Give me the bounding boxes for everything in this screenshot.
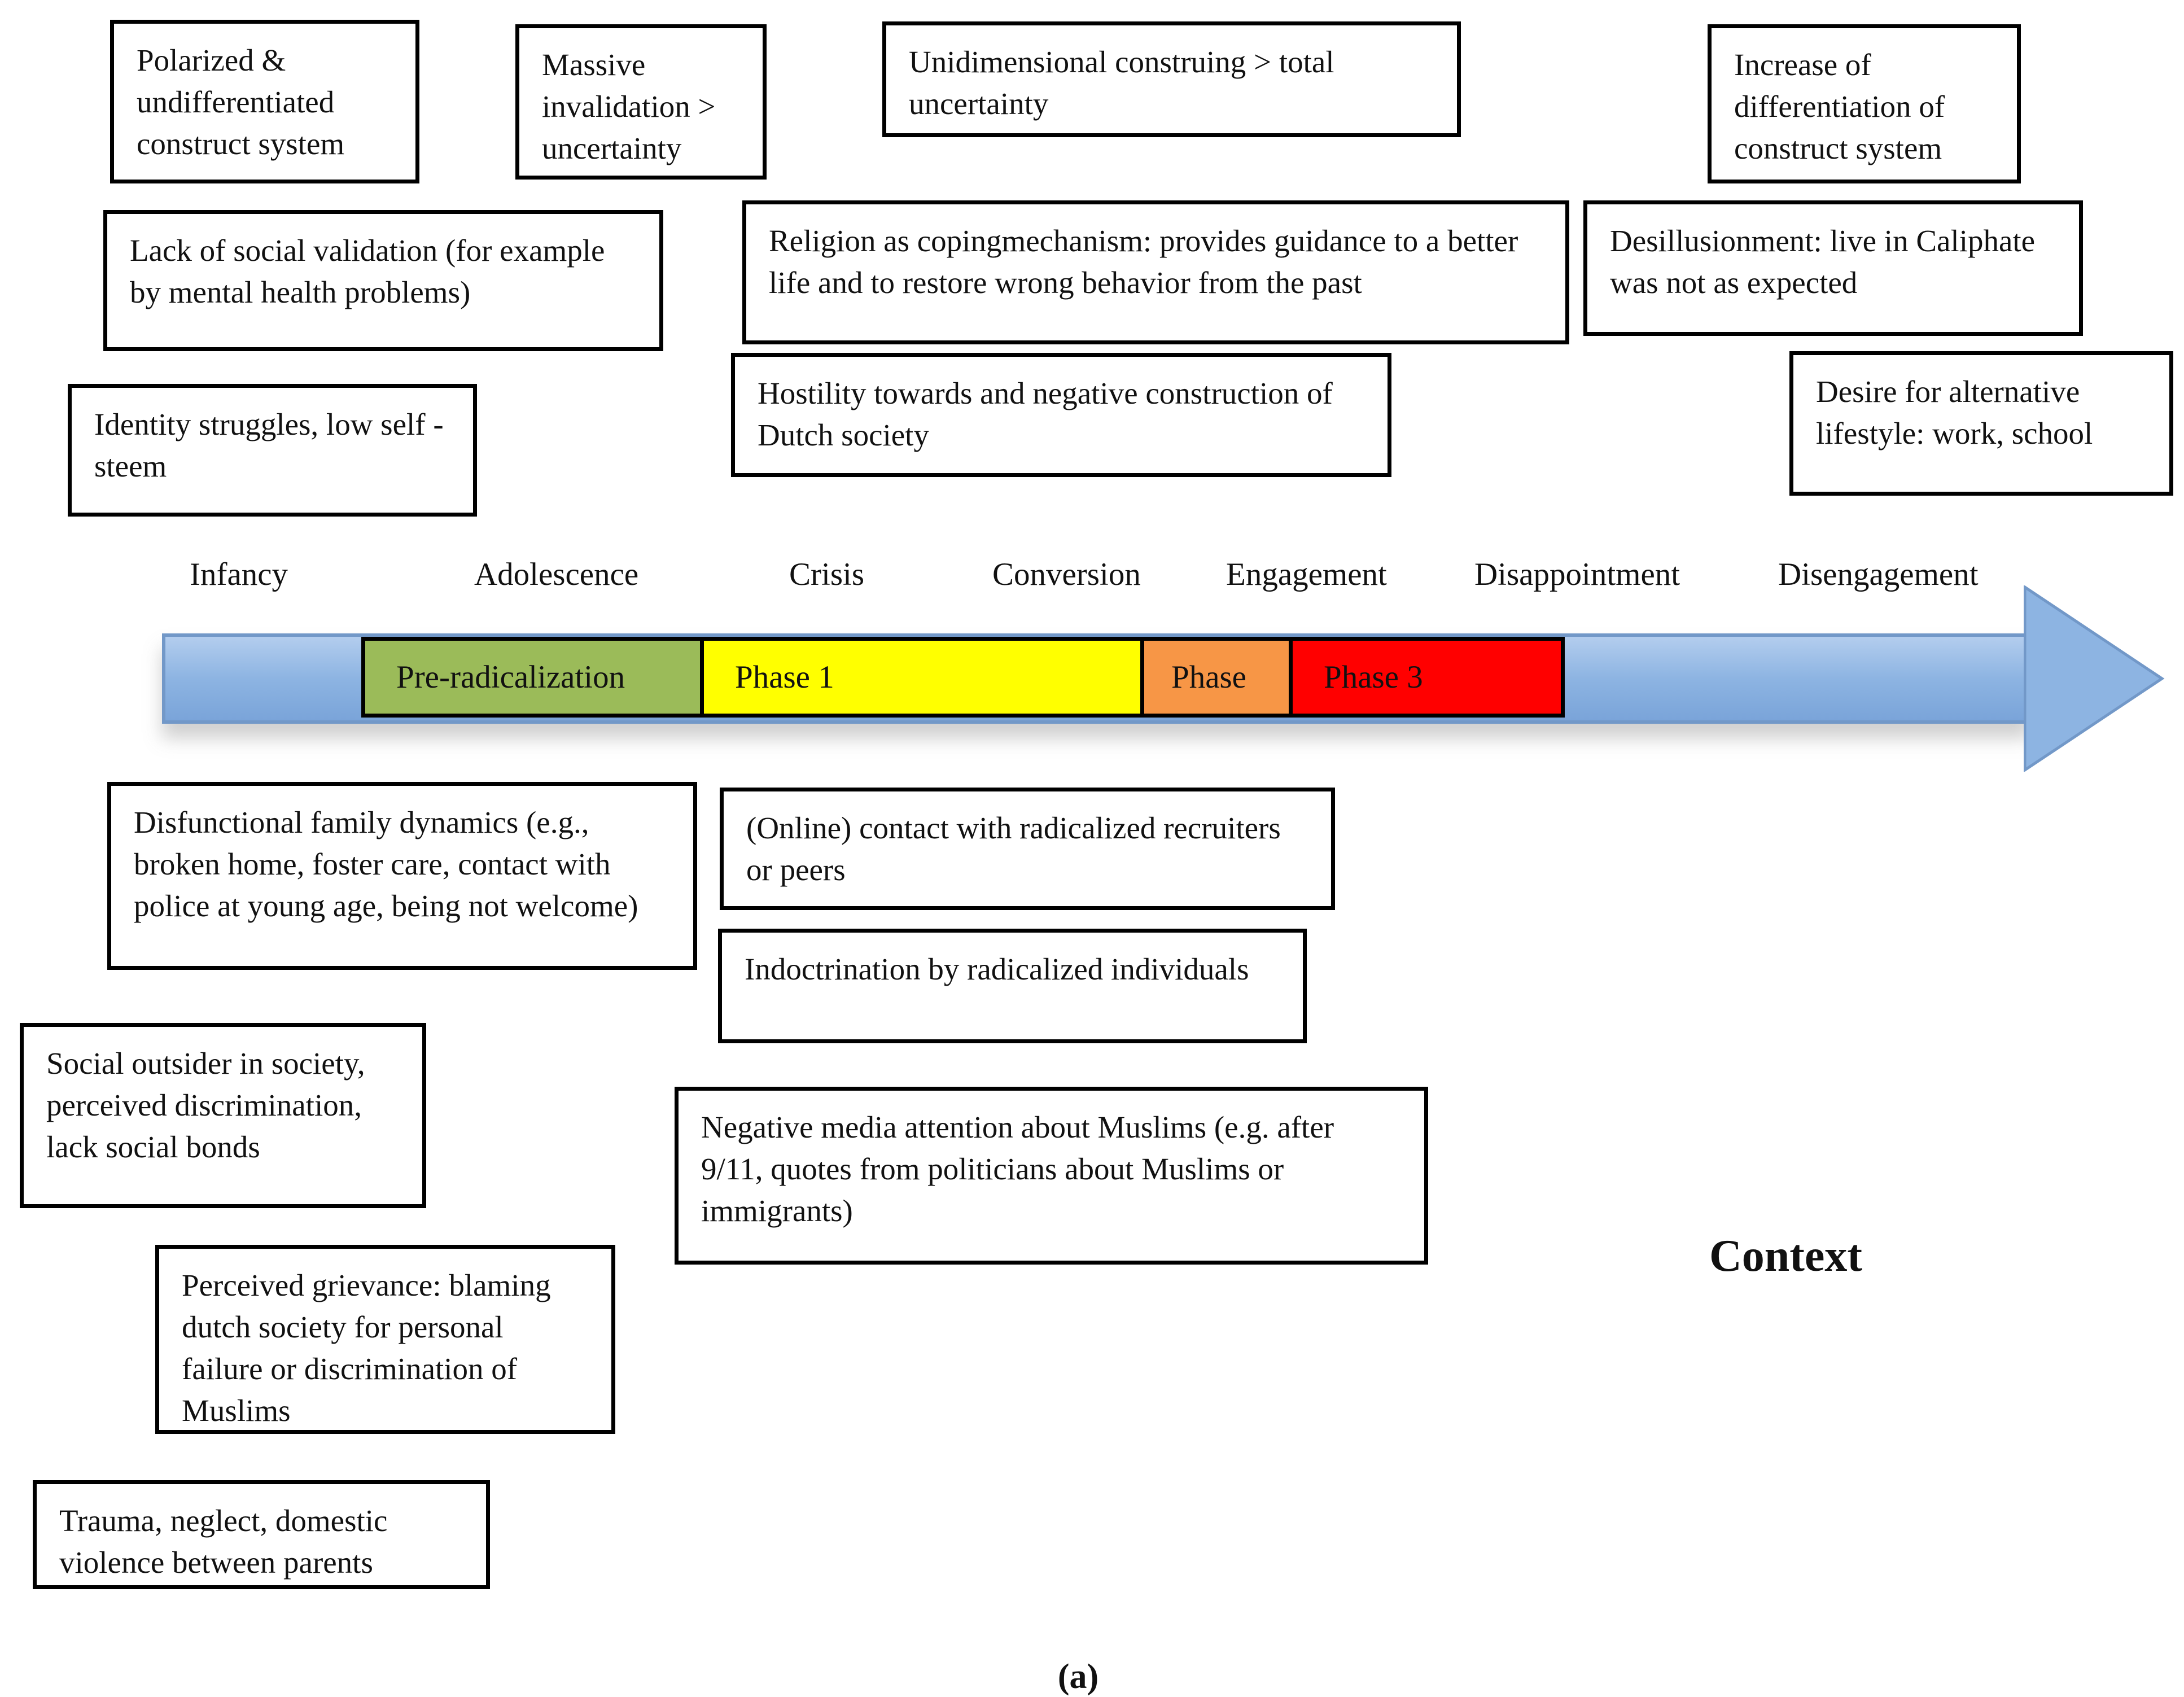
box-hostility-dutch-society: Hostility towards and negative construct… bbox=[731, 353, 1391, 477]
box-desire-alternative-lifestyle: Desire for alternative lifestyle: work, … bbox=[1789, 351, 2173, 496]
box-desillusionment: Desillusionment: live in Caliphate was n… bbox=[1583, 200, 2083, 336]
stage-label-adolescence: Adolescence bbox=[474, 557, 639, 592]
box-increase-differentiation: Increase of differentiation of construct… bbox=[1708, 24, 2021, 183]
box-religion-coping-mechanism: Religion as copingmechanism: provides gu… bbox=[742, 200, 1569, 344]
box-disfunctional-family-dynamics: Disfunctional family dynamics (e.g., bro… bbox=[107, 782, 697, 970]
phase-segment-pre-radicalization: Pre-radicalization bbox=[361, 637, 704, 718]
phase-segment-phase-2: Phase bbox=[1140, 637, 1293, 718]
context-heading: Context bbox=[1709, 1231, 1863, 1281]
phase-segment-phase-1: Phase 1 bbox=[700, 637, 1144, 718]
box-online-contact-recruiters: (Online) contact with radicalized recrui… bbox=[720, 788, 1335, 910]
phase-label-pre-radicalization: Pre-radicalization bbox=[396, 659, 625, 695]
box-lack-social-validation: Lack of social validation (for example b… bbox=[103, 210, 663, 351]
box-polarized-construct-system: Polarized & undifferentiated construct s… bbox=[110, 20, 419, 183]
box-indoctrination: Indoctrination by radicalized individual… bbox=[718, 929, 1307, 1043]
stage-label-crisis: Crisis bbox=[789, 557, 865, 592]
box-identity-struggles: Identity struggles, low self -steem bbox=[68, 384, 477, 517]
stage-label-disengagement: Disengagement bbox=[1778, 557, 1979, 592]
box-perceived-grievance: Perceived grievance: blaming dutch socie… bbox=[155, 1245, 615, 1434]
box-unidimensional-construing: Unidimensional construing > total uncert… bbox=[882, 21, 1461, 137]
box-negative-media-attention: Negative media attention about Muslims (… bbox=[675, 1087, 1428, 1265]
figure-caption: (a) bbox=[1057, 1657, 1099, 1696]
phase-segment-phase-3: Phase 3 bbox=[1289, 637, 1565, 718]
phase-label-phase-1: Phase 1 bbox=[735, 659, 834, 695]
phase-label-phase-3: Phase 3 bbox=[1324, 659, 1423, 695]
phase-label-phase-2: Phase bbox=[1171, 659, 1246, 695]
stage-label-engagement: Engagement bbox=[1226, 557, 1387, 592]
stage-label-disappointment: Disappointment bbox=[1474, 557, 1680, 592]
box-social-outsider: Social outsider in society, perceived di… bbox=[20, 1023, 426, 1208]
stage-label-conversion: Conversion bbox=[992, 557, 1141, 592]
timeline-arrow-head-icon bbox=[2024, 585, 2165, 772]
stage-label-infancy: Infancy bbox=[190, 557, 288, 592]
box-trauma-neglect: Trauma, neglect, domestic violence betwe… bbox=[33, 1480, 490, 1589]
box-massive-invalidation: Massive invalidation > uncertainty bbox=[515, 24, 767, 180]
